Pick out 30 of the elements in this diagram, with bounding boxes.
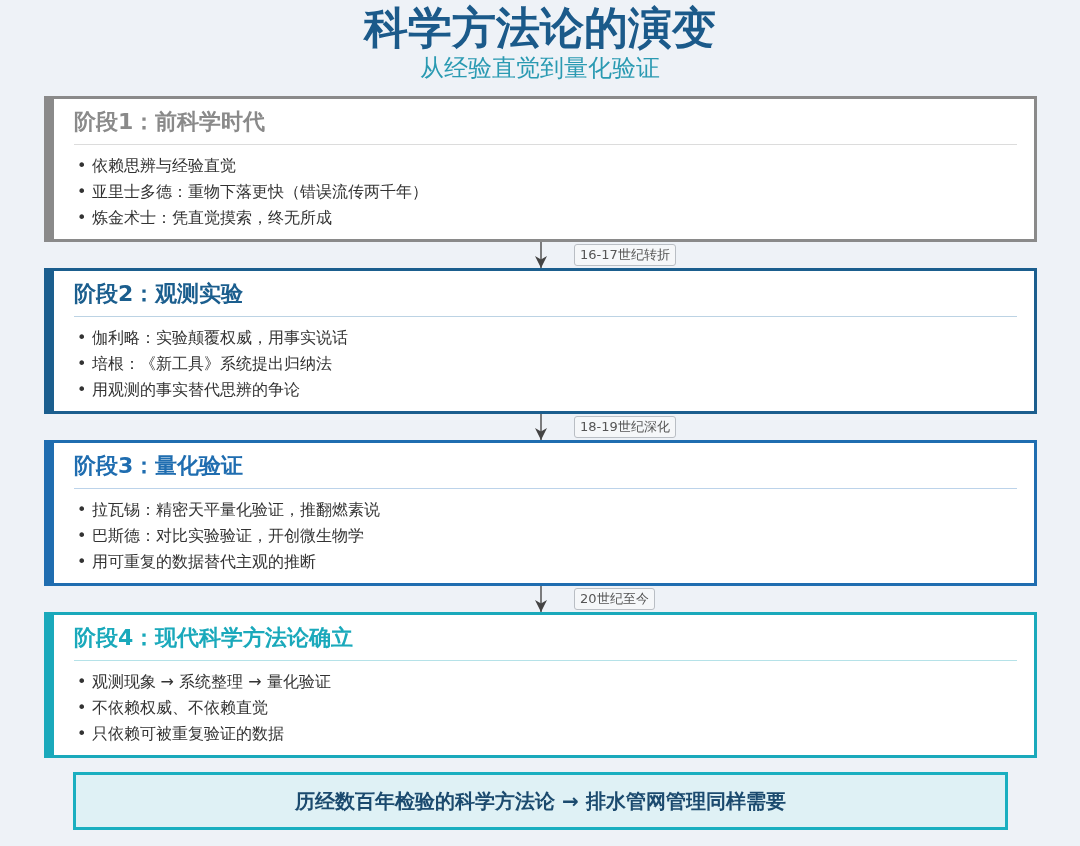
bullet-item: • 拉瓦锡：精密天平量化验证，推翻燃素说 [77,499,380,521]
bullet-item: • 培根：《新工具》系统提出归纳法 [77,353,332,375]
bullet-item: • 巴斯德：对比实验验证，开创微生物学 [77,525,364,547]
edge-label: 16-17世纪转折 [574,244,676,266]
edge-label: 20世纪至今 [574,588,655,610]
bullet-item: • 亚里士多德：重物下落更快（错误流传两千年） [77,181,428,203]
bullet-item: • 依赖思辨与经验直觉 [77,155,236,177]
arrow [535,585,547,613]
bullet-item: • 观测现象 → 系统整理 → 量化验证 [77,671,331,693]
subtitle: 从经验直觉到量化验证 [420,53,660,84]
conclusion-text: 历经数百年检验的科学方法论 → 排水管网管理同样需要 [295,787,786,815]
bullet-item: • 用观测的事实替代思辨的争论 [77,379,300,401]
stage-card [44,612,1037,758]
bullet-item: • 炼金术士：凭直觉摸索，终无所成 [77,207,332,229]
conclusion-banner [73,772,1008,830]
stage-heading: 阶段1：前科学时代 [74,108,266,136]
stage-card [44,268,1037,414]
arrow [535,241,547,269]
edge-label: 18-19世纪深化 [574,416,676,438]
arrow [535,413,547,441]
stage-card [44,96,1037,242]
bullet-item: • 伽利略：实验颠覆权威，用事实说话 [77,327,348,349]
bullet-item: • 用可重复的数据替代主观的推断 [77,551,316,573]
stage-heading: 阶段4：现代科学方法论确立 [74,624,354,652]
bullet-item: • 只依赖可被重复验证的数据 [77,723,284,745]
stage-heading: 阶段3：量化验证 [74,452,244,480]
bullet-item: • 不依赖权威、不依赖直觉 [77,697,268,719]
stage-card [44,440,1037,586]
title: 科学方法论的演变 [364,2,716,54]
stage-heading: 阶段2：观测实验 [74,280,244,308]
